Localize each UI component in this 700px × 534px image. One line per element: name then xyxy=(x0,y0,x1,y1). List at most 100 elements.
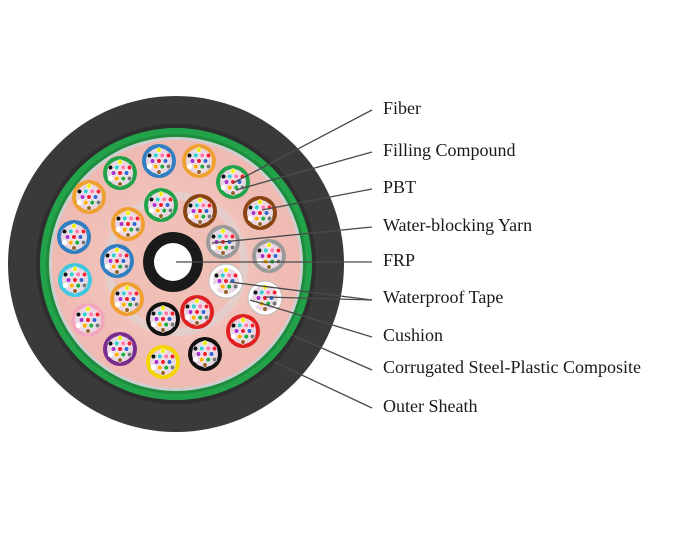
optical-fiber xyxy=(69,282,75,289)
optical-fiber xyxy=(163,321,169,328)
optical-fiber xyxy=(121,290,127,297)
optical-fiber xyxy=(247,204,254,211)
leader-line xyxy=(249,299,373,338)
optical-fiber xyxy=(233,173,239,180)
optical-fiber xyxy=(243,333,249,340)
optical-fiber xyxy=(237,333,243,340)
loose-tube xyxy=(216,165,250,199)
optical-fiber xyxy=(120,164,126,171)
optical-fiber xyxy=(233,328,240,334)
optical-fiber xyxy=(150,321,157,328)
optical-fiber xyxy=(187,213,194,220)
optical-fiber xyxy=(205,163,212,170)
optical-fiber xyxy=(114,340,120,347)
optical-fiber xyxy=(229,233,236,240)
optical-fiber xyxy=(153,359,160,365)
optical-fiber xyxy=(125,221,131,227)
optical-fiber xyxy=(114,175,120,182)
optical-fiber xyxy=(246,328,253,334)
loose-tube xyxy=(243,196,277,230)
optical-fiber xyxy=(79,194,86,200)
optical-fiber xyxy=(82,311,88,318)
optical-fiber xyxy=(232,283,239,290)
optical-fiber xyxy=(213,272,220,279)
optical-fiber xyxy=(226,283,232,290)
optical-fiber xyxy=(114,351,120,358)
optical-fiber xyxy=(123,170,130,176)
optical-fiber xyxy=(271,289,278,296)
loose-tube xyxy=(111,207,145,241)
optical-fiber xyxy=(94,322,101,329)
optical-fiber xyxy=(163,364,169,371)
optical-fiber xyxy=(205,356,211,363)
optical-fiber xyxy=(197,208,203,214)
optical-fiber xyxy=(220,184,227,191)
optical-fiber xyxy=(157,353,163,360)
optical-fiber xyxy=(196,169,202,175)
optical-fiber xyxy=(259,289,265,296)
label-frp: FRP xyxy=(383,250,415,270)
optical-fiber xyxy=(148,196,155,203)
optical-fiber xyxy=(164,202,171,208)
optical-fiber xyxy=(205,345,211,352)
optical-fiber xyxy=(114,164,120,171)
optical-fiber xyxy=(169,310,176,317)
optical-fiber xyxy=(158,202,164,208)
optical-fiber xyxy=(189,158,196,164)
optical-fiber xyxy=(107,164,114,171)
optical-fiber xyxy=(223,179,230,185)
optical-fiber xyxy=(64,234,71,240)
optical-fiber xyxy=(80,239,87,246)
optical-fiber xyxy=(165,152,172,159)
optical-fiber xyxy=(118,221,125,227)
label-water-blocking-yarn: Water-blocking Yarn xyxy=(383,215,532,235)
optical-fiber xyxy=(133,301,140,308)
loose-tube xyxy=(188,337,222,371)
optical-fiber xyxy=(217,233,223,240)
optical-fiber xyxy=(117,263,123,270)
optical-fiber xyxy=(199,345,205,352)
optical-fiber xyxy=(91,317,98,323)
optical-fiber xyxy=(275,247,282,254)
optical-fiber xyxy=(117,181,123,187)
optical-fiber xyxy=(156,158,162,164)
optical-fiber xyxy=(254,215,260,222)
optical-fiber xyxy=(71,223,77,229)
optical-fiber xyxy=(107,351,114,358)
optical-fiber xyxy=(126,340,133,347)
optical-fiber xyxy=(146,163,153,170)
optical-fiber xyxy=(85,328,91,334)
loose-tube xyxy=(180,295,214,329)
optical-fiber xyxy=(77,234,84,240)
optical-fiber xyxy=(262,306,268,312)
optical-fiber xyxy=(197,197,203,203)
optical-fiber xyxy=(123,346,130,352)
optical-fiber xyxy=(133,290,140,297)
optical-fiber xyxy=(120,258,127,264)
optical-fiber xyxy=(252,289,259,296)
optical-fiber xyxy=(120,340,126,347)
optical-fiber xyxy=(262,295,268,301)
optical-fiber xyxy=(266,215,273,222)
optical-fiber xyxy=(160,370,166,376)
optical-fiber xyxy=(190,208,197,214)
optical-fiber xyxy=(61,228,68,235)
optical-fiber xyxy=(150,364,157,371)
optical-fiber xyxy=(249,333,256,340)
optical-fiber xyxy=(265,289,271,296)
optical-fiber xyxy=(117,159,123,165)
optical-fiber xyxy=(122,215,128,222)
optical-fiber xyxy=(211,345,218,352)
optical-fiber xyxy=(263,210,270,216)
optical-fiber xyxy=(153,316,160,322)
optical-fiber xyxy=(107,258,114,264)
optical-fiber xyxy=(197,303,203,310)
optical-fiber xyxy=(150,310,157,317)
loose-tube xyxy=(208,263,244,299)
optical-fiber xyxy=(196,147,202,153)
optical-fiber xyxy=(69,271,75,278)
optical-fiber xyxy=(202,351,208,357)
optical-fiber xyxy=(240,317,246,323)
optical-fiber xyxy=(192,345,199,352)
